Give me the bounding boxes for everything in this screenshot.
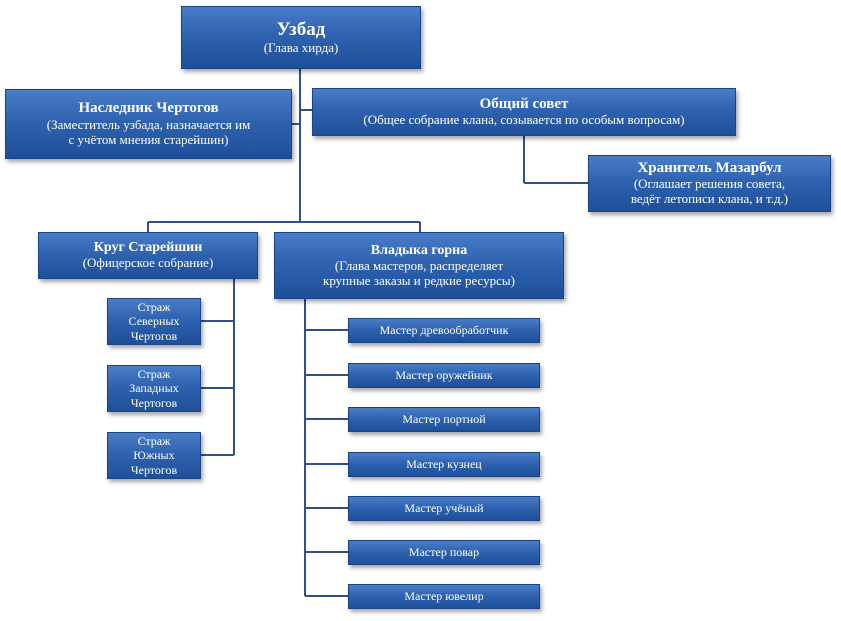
forge-title: Владыка горна bbox=[370, 242, 468, 258]
guard-north-label: Страж Северных Чертогов bbox=[128, 299, 180, 343]
heir-subtitle: (Заместитель узбада, назначается им с уч… bbox=[46, 116, 251, 147]
guard-west[interactable]: Страж Западных Чертогов bbox=[107, 365, 201, 412]
master-tailor-label: Мастер портной bbox=[402, 412, 486, 427]
master-smith-label: Мастер кузнец bbox=[406, 457, 482, 472]
master-woodworker-label: Мастер древообработчик bbox=[379, 323, 509, 338]
guard-north[interactable]: Страж Северных Чертогов bbox=[107, 298, 201, 345]
keeper-title: Хранитель Мазарбул bbox=[637, 159, 782, 176]
master-cook-label: Мастер повар bbox=[408, 545, 480, 560]
keeper-subtitle: (Оглашает решения совета, ведёт летописи… bbox=[630, 176, 789, 207]
master-jeweler-label: Мастер ювелир bbox=[404, 589, 484, 604]
master-smith[interactable]: Мастер кузнец bbox=[348, 452, 540, 477]
master-jeweler[interactable]: Мастер ювелир bbox=[348, 584, 540, 609]
council-subtitle: (Общее собрание клана, созывается по осо… bbox=[363, 112, 685, 128]
master-armorer-label: Мастер оружейник bbox=[395, 368, 493, 383]
heir-box[interactable]: Наследник Чертогов (Заместитель узбада, … bbox=[5, 89, 292, 159]
master-woodworker[interactable]: Мастер древообработчик bbox=[348, 318, 540, 343]
elders-title: Круг Старейшин bbox=[93, 239, 203, 255]
guard-south[interactable]: Страж Южных Чертогов bbox=[107, 432, 201, 479]
head-subtitle: (Глава хирда) bbox=[263, 39, 339, 55]
head-box[interactable]: Узбад (Глава хирда) bbox=[181, 6, 421, 69]
forge-subtitle: (Глава мастеров, распределяет крупные за… bbox=[323, 257, 515, 288]
master-tailor[interactable]: Мастер портной bbox=[348, 407, 540, 432]
elders-subtitle: (Офицерское собрание) bbox=[82, 255, 214, 271]
guard-west-label: Страж Западных Чертогов bbox=[129, 366, 179, 410]
forge-box[interactable]: Владыка горна (Глава мастеров, распредел… bbox=[274, 232, 564, 299]
master-scholar[interactable]: Мастер учёный bbox=[348, 496, 540, 521]
keeper-box[interactable]: Хранитель Мазарбул (Оглашает решения сов… bbox=[588, 155, 831, 212]
guard-south-label: Страж Южных Чертогов bbox=[130, 433, 178, 477]
council-box[interactable]: Общий совет (Общее собрание клана, созыв… bbox=[312, 88, 736, 136]
heir-title: Наследник Чертогов bbox=[78, 100, 219, 117]
master-armorer[interactable]: Мастер оружейник bbox=[348, 363, 540, 388]
master-scholar-label: Мастер учёный bbox=[404, 501, 484, 516]
master-cook[interactable]: Мастер повар bbox=[348, 540, 540, 565]
council-title: Общий совет bbox=[479, 95, 569, 112]
head-title: Узбад bbox=[276, 19, 326, 41]
elders-box[interactable]: Круг Старейшин (Офицерское собрание) bbox=[38, 232, 258, 279]
